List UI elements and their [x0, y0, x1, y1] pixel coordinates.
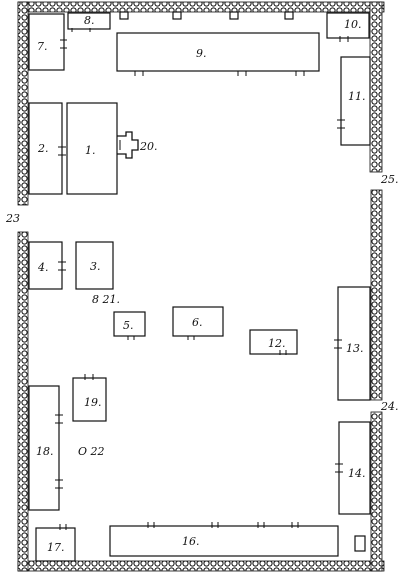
room-16-label: 16.: [182, 535, 200, 548]
feature-21-label: 8 21.: [92, 293, 120, 306]
room-19-label: 19.: [84, 396, 102, 409]
room-9: 9.: [116, 32, 320, 76]
room-6-label: 6.: [192, 316, 203, 329]
room-18: 18.: [28, 385, 63, 511]
room-2-label: 2.: [37, 142, 49, 155]
room-4: 4.: [28, 241, 66, 290]
room-17-label: 17.: [47, 541, 65, 554]
label-24: 24.: [380, 400, 399, 413]
room-4-label: 4.: [37, 261, 49, 274]
room-1-label: 1.: [85, 144, 96, 157]
room-12: 12.: [249, 329, 298, 355]
room-8: 8.: [67, 12, 111, 32]
room-10-label: 10.: [344, 18, 362, 31]
feature-20-label: 20.: [139, 140, 158, 153]
room-3-label: 3.: [90, 260, 101, 273]
room-6: 6.: [172, 306, 224, 340]
room-13-label: 13.: [346, 342, 364, 355]
label-23: 23: [5, 212, 20, 225]
room-9-label: 9.: [196, 47, 207, 60]
room-19: 19.: [72, 374, 107, 422]
room-17: 17.: [35, 524, 76, 562]
room-7: 7.: [28, 13, 67, 71]
outer-wall: [17, 1, 385, 572]
room-5-label: 5.: [123, 319, 134, 332]
room-11: 11.: [337, 56, 371, 146]
room-12-label: 12.: [268, 337, 286, 350]
room-16: 16.: [109, 522, 339, 557]
room-1: 1.: [66, 102, 118, 195]
small-box: [354, 535, 366, 552]
room-13: 13.: [334, 286, 371, 401]
room-3: 3.: [75, 241, 114, 290]
room-7-label: 7.: [37, 40, 48, 53]
feature-20: 20.: [117, 131, 158, 159]
room-18-label: 18.: [36, 445, 54, 458]
room-5: 5.: [113, 311, 146, 340]
top-notches: [119, 11, 294, 20]
room-14-label: 14.: [348, 467, 366, 480]
room-11-label: 11.: [348, 90, 366, 103]
room-10: 10.: [326, 12, 370, 42]
room-14: 14.: [335, 421, 371, 515]
feature-22-label: O 22: [78, 445, 105, 458]
label-25: 25.: [380, 173, 399, 186]
room-8-label: 8.: [84, 14, 95, 27]
room-2: 2.: [28, 102, 66, 195]
